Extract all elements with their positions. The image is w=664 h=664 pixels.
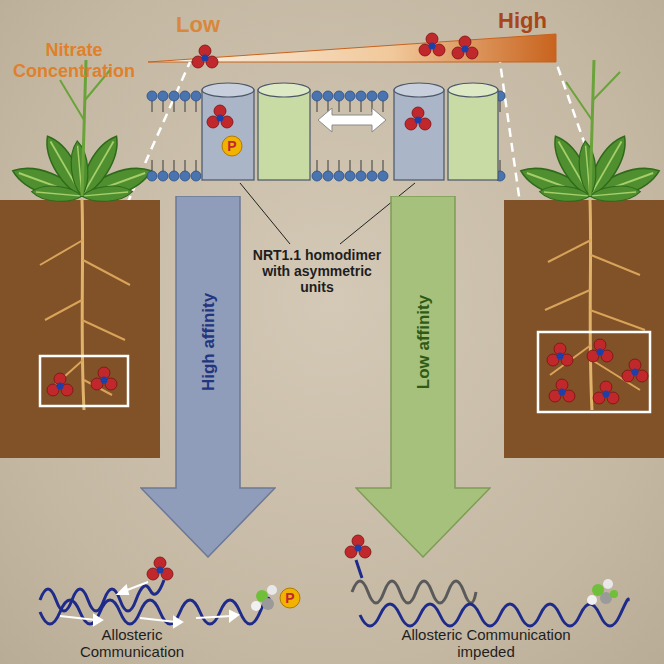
high-affinity-arrow: High affinity xyxy=(140,196,276,558)
label-text: Allosteric Communication xyxy=(70,626,194,661)
label-text: Low xyxy=(176,12,236,37)
label-text: Allosteric Communication impeded xyxy=(398,626,574,661)
label-text: Nitrate Concentration xyxy=(4,40,144,81)
phosphate-circle: P xyxy=(221,135,243,157)
node-text: P xyxy=(285,591,294,605)
label-text: NRT1.1 homodimer with asymmetric units xyxy=(244,247,390,295)
node-text: P xyxy=(227,139,236,153)
label-text: High xyxy=(498,8,568,33)
node-text: High affinity xyxy=(200,293,217,391)
phosphate-circle: P xyxy=(279,587,301,609)
low-affinity-arrow: Low affinity xyxy=(355,196,491,558)
node-text: Low affinity xyxy=(415,295,432,389)
